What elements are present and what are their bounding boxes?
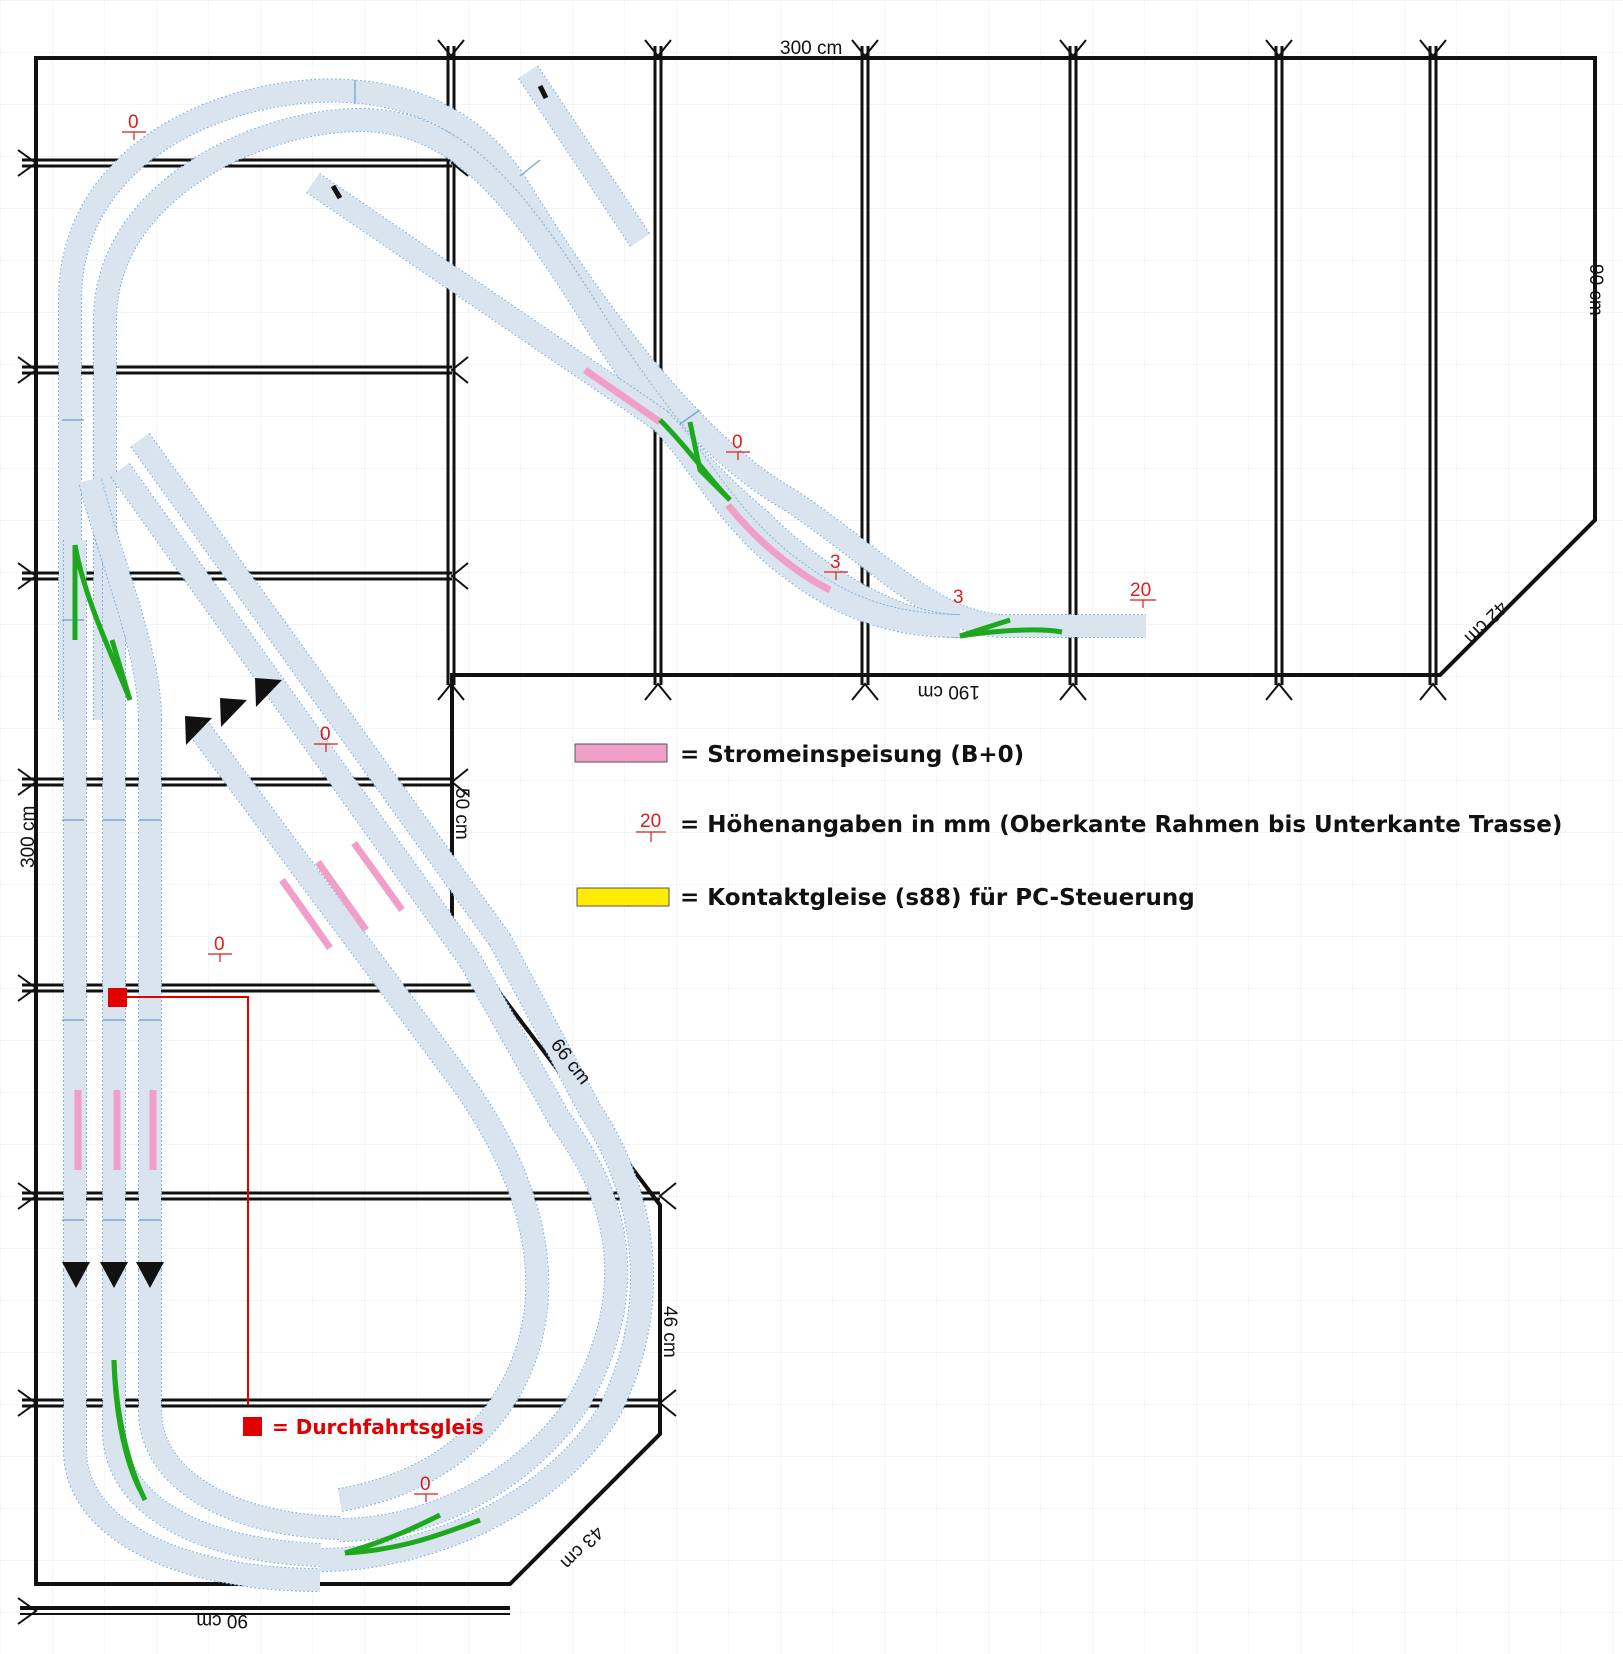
arrow-up-right-icon [185,716,212,745]
direction-arrows [62,678,282,1288]
svg-text:0: 0 [732,432,743,453]
dim-bottom: 90 cm [196,1610,248,1631]
height-marker: 20 [1130,580,1156,608]
legend: = Stromeinspeisung (B+0) 20 = Höhenangab… [243,742,1562,1439]
svg-text:0: 0 [128,112,139,133]
legend-through-label: = Durchfahrtsgleis [272,1415,484,1439]
arrow-down-icon [62,1262,90,1288]
arrow-up-right-icon [255,678,282,707]
beam-end-marks [17,39,1447,1625]
svg-text:0: 0 [214,934,225,955]
legend-feed-label: = Stromeinspeisung (B+0) [680,742,1024,768]
height-marker: 3 [953,587,964,608]
arrow-down-icon [136,1262,164,1288]
power-feed-segments [74,367,832,1170]
legend-height-sample: 20 [640,811,661,832]
legend-feed-swatch [574,743,668,763]
svg-text:3: 3 [953,587,964,608]
cross-beams [22,46,1438,1408]
switches [72,418,1063,1556]
dim-mid-right: 46 cm [659,1306,680,1358]
legend-through-swatch [243,1417,262,1436]
dim-right: 90 cm [1585,264,1606,316]
svg-text:3: 3 [830,552,841,573]
through-track-marker [108,988,249,1405]
buffer-stops [330,84,549,200]
svg-text:0: 0 [420,1474,431,1495]
height-marker: 3 [824,552,848,580]
height-marker: 0 [208,934,232,962]
dim-left: 300 cm [18,806,39,868]
height-marker: 0 [414,1474,438,1502]
legend-contact-label: = Kontaktgleise (s88) für PC-Steuerung [680,885,1195,911]
height-marker: 0 [726,432,750,460]
height-markers: 0 0 3 3 20 0 0 0 [122,112,1156,1502]
height-marker: 0 [314,724,338,752]
legend-height-label: = Höhenangaben in mm (Oberkante Rahmen b… [680,812,1562,838]
legend-contact-swatch [576,887,670,907]
dim-top: 300 cm [780,38,842,59]
arrow-down-icon [100,1262,128,1288]
arrow-up-right-icon [220,698,247,727]
dim-inner-bottom: 190 cm [918,681,980,702]
height-marker: 0 [122,112,146,140]
dim-inner-left: 50 cm [451,788,472,840]
track-joints [62,80,701,1221]
svg-text:0: 0 [320,724,331,745]
svg-text:20: 20 [1130,580,1151,601]
